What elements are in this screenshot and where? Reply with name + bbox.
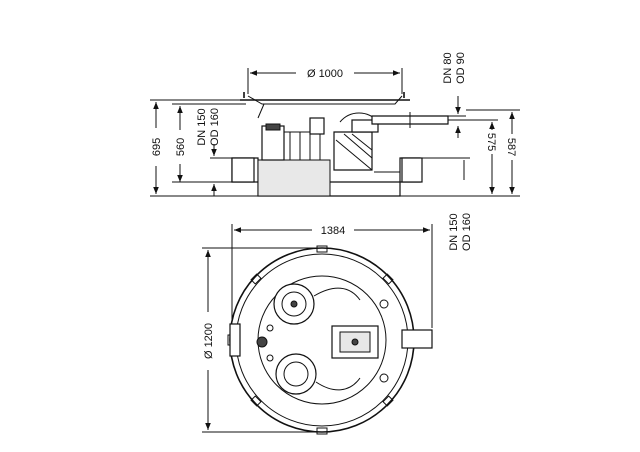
dim-label-plan-width: 1384	[321, 225, 345, 237]
dim-label-height-587: 587	[505, 138, 517, 156]
dim-label-plan-diameter: Ø 1200	[203, 323, 215, 359]
lug	[316, 427, 328, 435]
plan-pipes	[313, 287, 361, 391]
dim-label-height-575: 575	[485, 133, 497, 151]
plan-pump-top-shaft	[290, 300, 298, 308]
plan-control-knob	[351, 338, 359, 346]
lug	[250, 395, 262, 407]
plan-view	[227, 245, 433, 435]
pump-right-housing	[333, 131, 373, 171]
inlet-left-flange	[231, 157, 255, 183]
dim-label-inlet-right-dn: DN 150	[448, 213, 460, 250]
plan-fitting	[266, 324, 274, 332]
lug	[382, 395, 394, 407]
lug	[250, 273, 262, 285]
dim-label-outlet-od: OD 90	[455, 52, 467, 84]
plan-fitting-dark	[256, 336, 268, 348]
plan-pump-top-inner	[281, 291, 307, 317]
plan-fitting	[379, 373, 389, 383]
pump-left-housing	[261, 125, 285, 161]
dim-label-outer-height: 695	[151, 138, 163, 156]
dim-label-inlet-left-od: OD 160	[209, 108, 221, 146]
inlet-right-flange	[401, 157, 423, 183]
lug	[316, 245, 328, 253]
plan-inlet-left	[229, 323, 241, 357]
dim-label-top-width: Ø 1000	[307, 68, 343, 80]
pump-left-pipework	[284, 131, 321, 160]
dim-label-outlet-dn: DN 80	[442, 52, 454, 83]
plan-outlet-stub	[401, 329, 433, 349]
dim-label-inlet-left-dn: DN 150	[196, 108, 208, 145]
side-dimensions: Ø 1000 695 560 DN 150 OD 160 DN 80 OD 90…	[150, 52, 520, 251]
plan-ring-lugs	[227, 245, 394, 435]
side-view	[150, 92, 520, 197]
plan-pump-bottom-inner	[283, 361, 309, 387]
lever-left	[257, 103, 265, 119]
right-chamber-edge	[374, 171, 401, 196]
pump-left-cap	[265, 123, 281, 131]
lug	[382, 273, 394, 285]
pump-right-hatching	[335, 133, 373, 171]
lid-handles	[243, 92, 405, 98]
dim-label-inner-height-left: 560	[175, 138, 187, 156]
centre-riser	[309, 117, 325, 135]
plan-fitting	[379, 299, 389, 309]
plan-pump-bottom	[275, 353, 317, 395]
lid-rim	[247, 95, 403, 105]
plan-fitting	[266, 354, 274, 362]
plan-dimensions: 1384 Ø 1200	[202, 224, 433, 433]
dim-label-inlet-right-od: OD 160	[461, 213, 473, 251]
tank-base-block	[257, 159, 331, 197]
